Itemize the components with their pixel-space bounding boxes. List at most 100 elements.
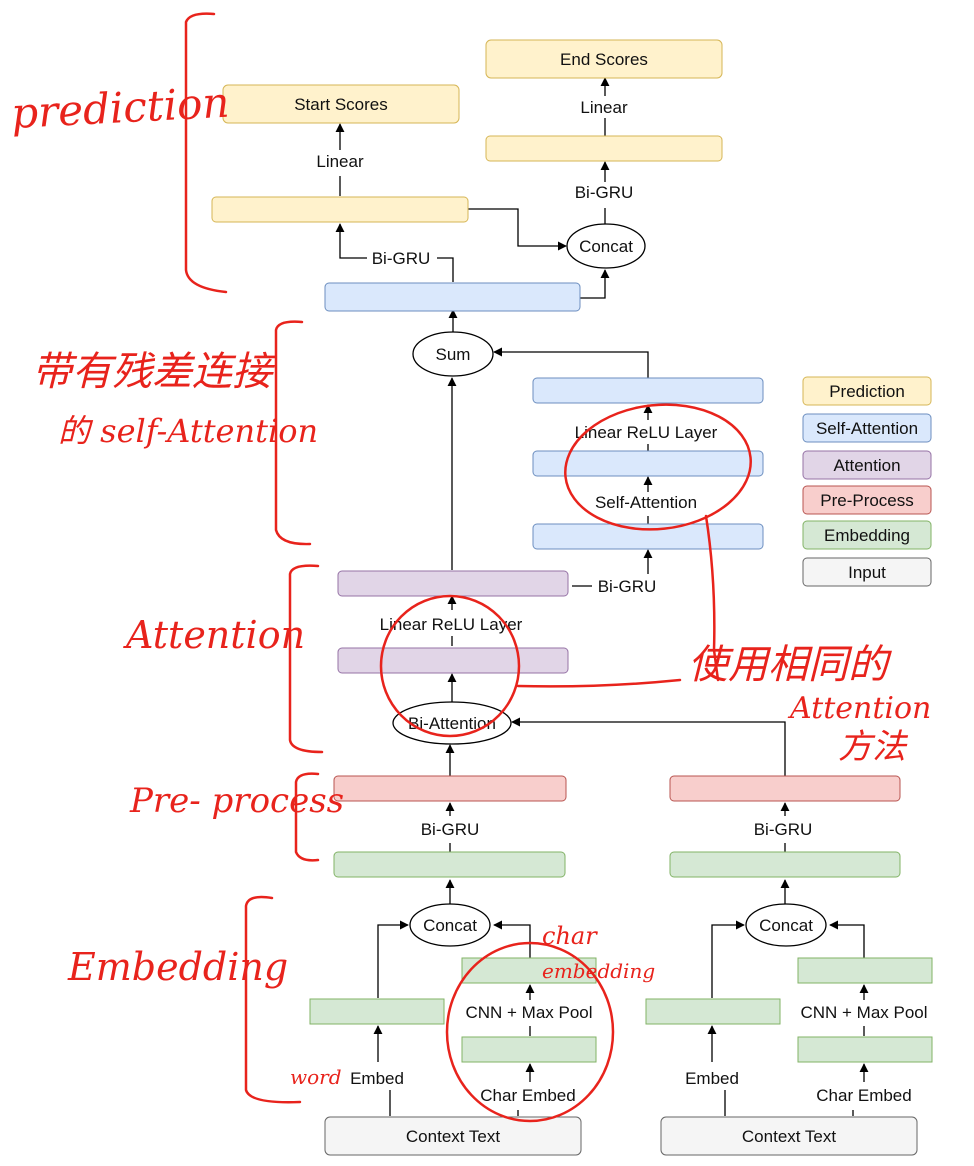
embedding-box-left <box>333 851 566 878</box>
legend-self-attention-label: Self-Attention <box>816 419 918 438</box>
sa-self-attention-label: Self-Attention <box>595 493 697 512</box>
word-embed-box-left <box>309 998 445 1025</box>
start-scores-box <box>222 84 460 124</box>
legend-pre-process-swatch <box>802 485 932 515</box>
circle-attention <box>379 594 521 738</box>
bracket-embedding <box>244 895 302 1104</box>
legend-prediction-swatch <box>802 376 932 406</box>
annotation-residual-2: 的 self-Attention <box>58 412 318 450</box>
char-embed-left-label: Char Embed <box>480 1086 575 1105</box>
attention-bigru-label: Bi-GRU <box>598 577 657 596</box>
prediction-group: Start Scores End Scores Linear Linear Bi… <box>211 39 723 269</box>
start-scores-label: Start Scores <box>294 95 388 114</box>
end-scores-label: End Scores <box>560 50 648 69</box>
self-attention-box-3 <box>532 377 764 404</box>
handwritten-annotations <box>184 12 752 1123</box>
concat-node-prediction <box>566 223 646 269</box>
concat-left-label: Concat <box>423 916 477 935</box>
concat-node-right <box>745 903 827 947</box>
char-embed-right-label: Char Embed <box>816 1086 911 1105</box>
char-box-top-right <box>797 957 933 984</box>
annotation-word: word <box>290 1065 342 1089</box>
legend-input-label: Input <box>848 563 886 582</box>
self-attention-box-1 <box>532 523 764 550</box>
cnn-right-label: CNN + Max Pool <box>800 1003 927 1022</box>
sum-label: Sum <box>436 345 471 364</box>
edge-embedbox-to-concat-right <box>711 920 745 998</box>
legend-prediction-label: Prediction <box>829 382 905 401</box>
legend-attention-label: Attention <box>833 456 900 475</box>
context-text-box-left <box>324 1116 582 1156</box>
linear-end-label: Linear <box>580 98 628 117</box>
context-left-label: Context Text <box>406 1127 500 1146</box>
sa-linear-relu-label: Linear ReLU Layer <box>575 423 718 442</box>
attention-box-1 <box>337 647 569 674</box>
embed-left-label: Embed <box>350 1069 404 1088</box>
pre-bigru-left-label: Bi-GRU <box>421 820 480 839</box>
annotation-char: char <box>542 922 598 950</box>
edge-preprocess-right-to-biattn <box>511 717 786 776</box>
legend-embedding-swatch <box>802 520 932 550</box>
circle-self-attention <box>564 403 752 531</box>
self-attention-output-box <box>324 282 581 312</box>
linear-start-label: Linear <box>316 152 364 171</box>
end-scores-box <box>485 39 723 79</box>
self-attention-group: Sum Linear ReLU Layer Self-Attention <box>324 282 764 550</box>
concat-right-label: Concat <box>759 916 813 935</box>
self-attention-box-2 <box>532 450 764 477</box>
input-group: Context Text Context Text <box>324 1116 918 1156</box>
edge-blue-to-concat <box>580 269 610 299</box>
handwritten-text: prediction 带有残差连接 的 self-Attention Atten… <box>10 78 931 1089</box>
connectors <box>335 77 869 1116</box>
pre-process-box-left <box>333 775 567 802</box>
edge-charbox2-to-concat-right <box>829 920 865 958</box>
prediction-end-box <box>485 135 723 162</box>
bigru-left-label: Bi-GRU <box>372 249 431 268</box>
bigru-end-label: Bi-GRU <box>575 183 634 202</box>
annotation-pre-process: Pre- process <box>129 781 344 821</box>
annotation-same-1: 使用相同的 <box>688 642 892 688</box>
concat-node-left <box>409 903 491 947</box>
legend-input-swatch <box>802 557 932 587</box>
edge-blue-to-bigru-left <box>437 257 454 282</box>
bracket-prediction <box>184 12 228 294</box>
context-right-label: Context Text <box>742 1127 836 1146</box>
edge-charbox2-to-concat-left <box>493 920 531 958</box>
annotation-attention: Attention <box>123 613 305 657</box>
embedding-box-right <box>669 851 901 878</box>
pre-bigru-right-label: Bi-GRU <box>754 820 813 839</box>
note-line-attention <box>516 678 682 688</box>
edge-bigru-left-to-yellow <box>335 223 367 259</box>
bracket-attention <box>288 564 324 754</box>
char-box-bottom-right <box>797 1036 933 1063</box>
legend-attention-swatch <box>802 450 932 480</box>
attention-box-2 <box>337 570 569 597</box>
annotation-same-3: 方法 <box>838 727 909 767</box>
pre-process-group: Bi-GRU Bi-GRU <box>333 775 901 839</box>
annotation-embedding-small: embedding <box>542 959 655 983</box>
legend-embedding-label: Embedding <box>824 526 910 545</box>
cnn-left-label: CNN + Max Pool <box>465 1003 592 1022</box>
bi-attention-node <box>392 701 512 745</box>
annotation-residual-1: 带有残差连接 <box>32 349 277 395</box>
sum-node <box>412 331 494 377</box>
edge-sa3-to-sum <box>493 347 649 378</box>
embed-right-label: Embed <box>685 1069 739 1088</box>
char-box-bottom-left <box>461 1036 597 1063</box>
word-embed-box-right <box>645 998 781 1025</box>
bracket-self-attention <box>274 320 312 546</box>
legend: Prediction Self-Attention Attention Pre-… <box>802 376 932 587</box>
prediction-start-box <box>211 196 469 223</box>
annotation-embedding: Embedding <box>67 945 288 989</box>
concat-prediction-label: Concat <box>579 237 633 256</box>
circle-char-embedding <box>445 941 615 1123</box>
note-line-self-attention <box>704 514 720 682</box>
embedding-group: Concat Concat CNN + Max Pool CNN + Max P… <box>309 851 933 1105</box>
annotation-prediction: prediction <box>10 78 231 138</box>
edge-embedbox-to-concat-left <box>377 920 409 998</box>
char-box-top-left <box>461 957 597 984</box>
annotation-same-2: Attention <box>787 691 931 726</box>
context-text-box-right <box>660 1116 918 1156</box>
edge-yellow-to-concat <box>468 208 567 251</box>
bracket-pre-process <box>294 772 320 862</box>
